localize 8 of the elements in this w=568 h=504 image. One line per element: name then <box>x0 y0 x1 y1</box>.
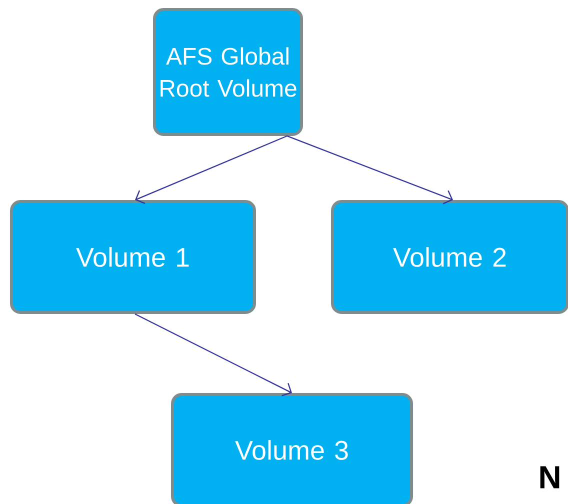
volume-box: Volume 1 <box>10 200 256 314</box>
volume-box: Volume 2 <box>331 200 568 314</box>
volume-box: AFS Global Root Volume <box>153 8 303 136</box>
cut-off-letter: N <box>540 466 560 488</box>
arrow <box>135 135 288 204</box>
arrow <box>134 313 292 396</box>
arrow <box>286 135 453 204</box>
volume-box: Volume 3 <box>171 393 413 504</box>
